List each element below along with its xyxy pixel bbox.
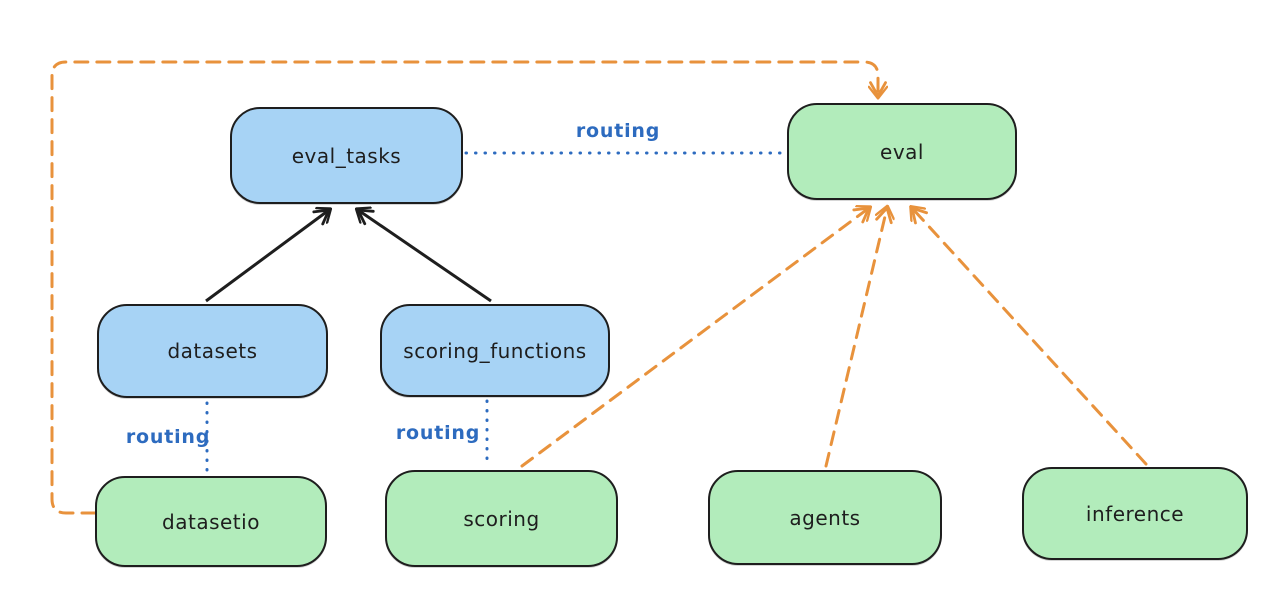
node-scoring-label: scoring bbox=[463, 506, 540, 531]
edge-label-routing-datasets-datasetio: routing bbox=[125, 426, 211, 448]
node-scoring: scoring bbox=[385, 470, 618, 567]
node-eval_tasks-label: eval_tasks bbox=[291, 143, 402, 168]
node-datasets-label: datasets bbox=[167, 339, 258, 363]
node-inference: inference bbox=[1022, 467, 1248, 560]
node-eval: eval bbox=[787, 103, 1017, 200]
edge-inference-to-eval bbox=[912, 208, 1148, 466]
edge-label-routing-scoring_functions-scoring: routing bbox=[395, 422, 481, 444]
edge-scoring-to-eval bbox=[520, 208, 869, 468]
node-agents-label: agents bbox=[789, 505, 861, 530]
node-inference-label: inference bbox=[1085, 501, 1185, 526]
node-eval_tasks: eval_tasks bbox=[230, 107, 463, 204]
node-datasets: datasets bbox=[97, 304, 328, 398]
edge-label-routing-eval_tasks-eval: routing bbox=[575, 120, 661, 142]
edge-datasets-to-eval_tasks bbox=[205, 210, 329, 303]
node-scoring_functions: scoring_functions bbox=[380, 304, 610, 397]
node-datasetio-label: datasetio bbox=[162, 509, 260, 534]
edge-datasetio-to-eval bbox=[50, 60, 878, 515]
edge-scoring_functions-to-eval_tasks bbox=[358, 210, 492, 303]
node-datasetio: datasetio bbox=[95, 476, 327, 567]
node-scoring_functions-label: scoring_functions bbox=[403, 338, 587, 363]
edge-agents-to-eval bbox=[824, 208, 887, 468]
node-eval-label: eval bbox=[880, 139, 924, 164]
node-agents: agents bbox=[708, 470, 942, 565]
